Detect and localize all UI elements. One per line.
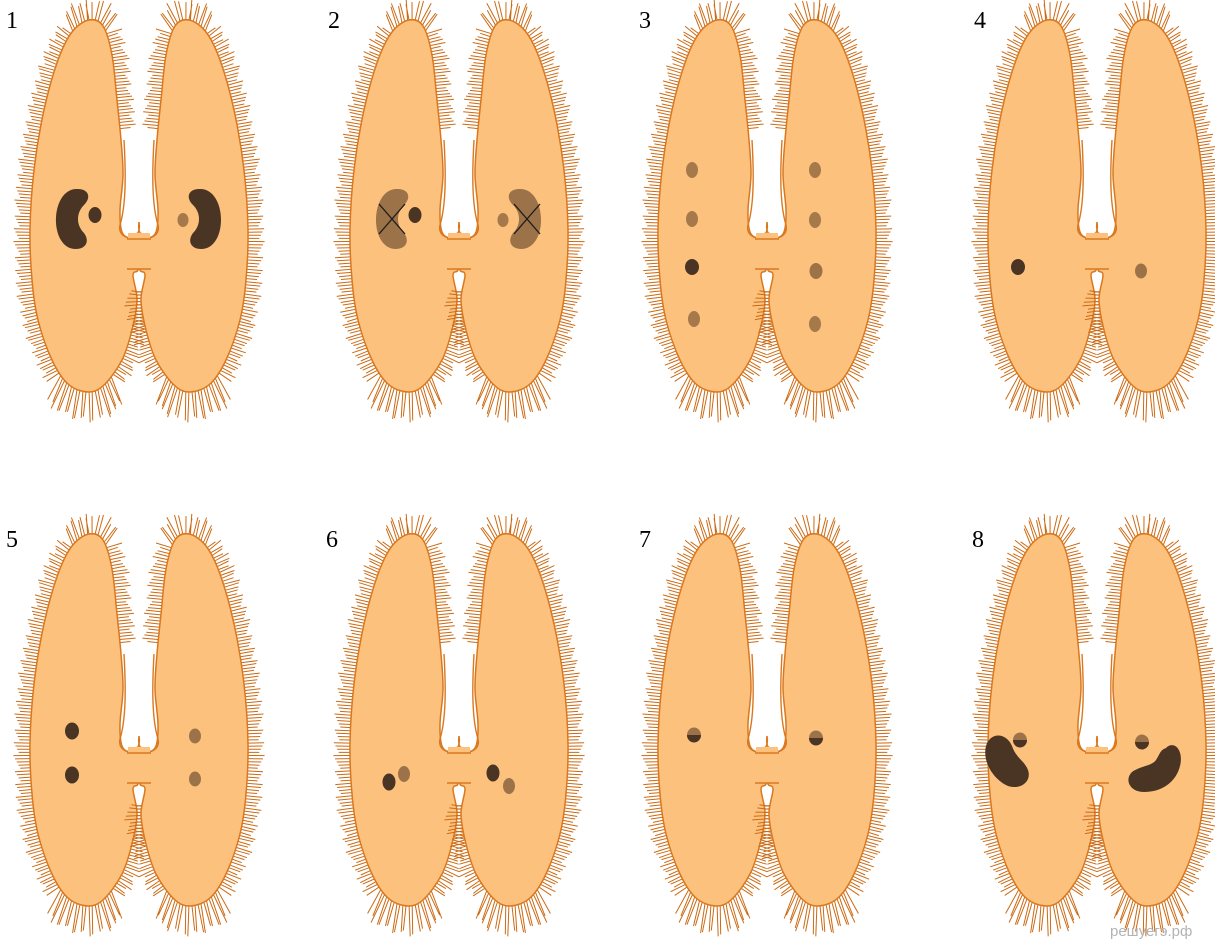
cell-right (1082, 514, 1215, 936)
cell-left (641, 0, 781, 422)
micronucleus (398, 766, 410, 782)
fused-nucleus (687, 728, 701, 743)
cell-right (752, 514, 892, 936)
panel-6 (333, 514, 584, 936)
fused-nucleus (1135, 735, 1149, 750)
micronucleus (1011, 259, 1025, 275)
fused-nucleus (1013, 733, 1027, 748)
cell-right (1082, 0, 1215, 422)
panel-3 (641, 0, 892, 422)
panel-number-label: 1 (6, 8, 18, 34)
cell-right (444, 0, 584, 422)
panel-number-label: 4 (974, 8, 986, 34)
cell-right (752, 0, 892, 422)
panel-number-label: 3 (639, 8, 651, 34)
micronucleus (686, 162, 698, 178)
panel-2 (333, 0, 584, 422)
panel-8 (971, 514, 1215, 936)
cell-left (13, 514, 153, 936)
cell-left (13, 0, 153, 422)
cell-left (333, 0, 473, 422)
micronucleus (178, 213, 189, 227)
cell-right (124, 0, 264, 422)
panel-1 (13, 0, 264, 422)
cell-left (641, 514, 781, 936)
micronucleus (686, 211, 698, 227)
micronucleus (688, 311, 700, 327)
micronucleus (383, 774, 396, 791)
micronucleus (189, 772, 201, 787)
cell-right (444, 514, 584, 936)
fused-nucleus (809, 731, 823, 746)
micronucleus (503, 778, 515, 794)
panel-number-label: 6 (326, 527, 338, 553)
panel-number-label: 7 (639, 527, 651, 553)
micronucleus (65, 767, 79, 784)
micronucleus (65, 723, 79, 740)
panel-number-label: 2 (328, 8, 340, 34)
micronucleus (189, 729, 201, 744)
panel-number-label: 8 (972, 527, 984, 553)
cell-left (971, 0, 1111, 422)
micronucleus (685, 259, 699, 275)
panel-number-label: 5 (6, 527, 18, 553)
panel-4 (971, 0, 1215, 422)
micronucleus (409, 207, 422, 223)
cell-right (124, 514, 264, 936)
panel-5 (13, 514, 264, 936)
micronucleus (809, 316, 821, 332)
cell-left (333, 514, 473, 936)
watermark-text: решуегэ.рф (1110, 923, 1192, 940)
micronucleus (809, 212, 821, 228)
micronucleus (89, 207, 102, 223)
micronucleus (487, 765, 500, 782)
micronucleus (1135, 264, 1147, 279)
cell-left (971, 514, 1111, 936)
panel-7 (641, 514, 892, 936)
micronucleus (809, 162, 821, 178)
micronucleus (810, 263, 823, 279)
micronucleus (498, 213, 509, 227)
